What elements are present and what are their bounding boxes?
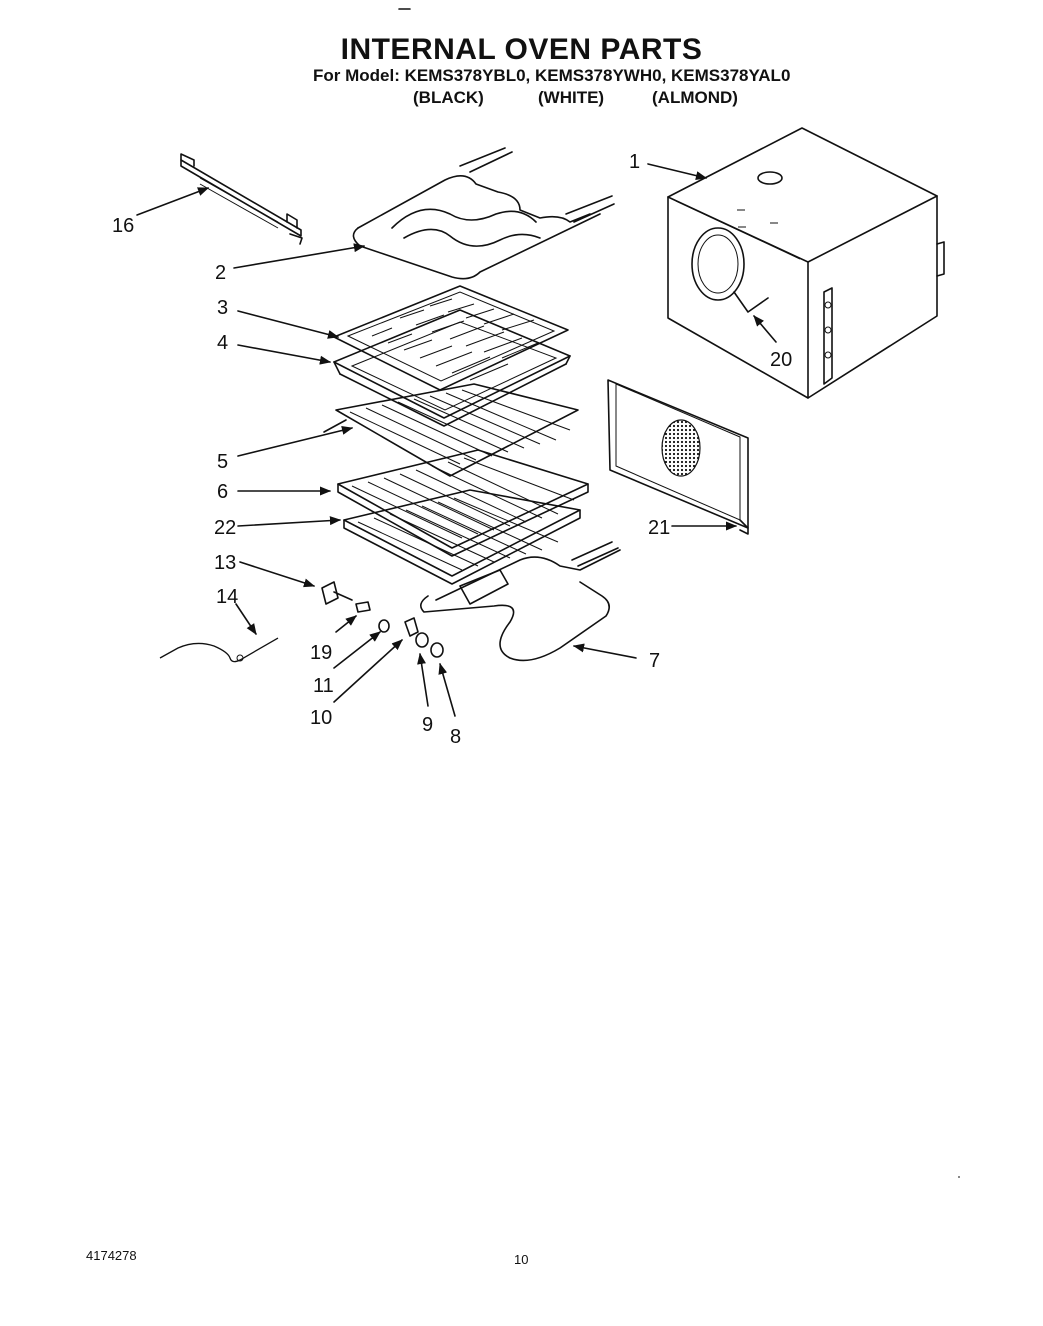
callout-22: 22 [214, 517, 237, 539]
broiler-grid-part-3 [333, 285, 569, 391]
callout-20: 20 [770, 349, 793, 371]
color-almond-label: (ALMOND) [652, 88, 738, 107]
part-11 [378, 619, 390, 633]
oven-rack-part-5 [323, 383, 579, 477]
callout-2: 2 [215, 262, 227, 284]
hardware-parts [321, 581, 444, 658]
model-line: For Model: KEMS378YBL0, KEMS378YWH0, KEM… [313, 66, 791, 85]
broil-element-part-2 [352, 147, 615, 280]
callout-11: 11 [313, 675, 334, 697]
callout-1: 1 [629, 151, 641, 173]
side-panel-part-21 [607, 379, 749, 535]
bake-element-part-7 [420, 541, 621, 662]
part-10 [404, 617, 419, 637]
callout-10: 10 [310, 707, 333, 729]
callout-19: 19 [310, 642, 333, 664]
color-black-label: (BLACK) [413, 88, 484, 107]
sensor-probe-part-14 [159, 637, 279, 663]
callout-14: 14 [216, 586, 239, 608]
callout-3: 3 [217, 297, 229, 319]
callout-8: 8 [450, 726, 462, 748]
oven-rack-part-6 [337, 449, 589, 557]
rack-part-22 [343, 489, 581, 585]
callout-5: 5 [217, 451, 229, 473]
callout-7: 7 [649, 650, 661, 672]
part-9 [415, 632, 429, 648]
callout-13: 13 [214, 552, 237, 574]
color-white-label: (WHITE) [538, 88, 605, 107]
part-8 [430, 642, 444, 658]
page-title: INTERNAL OVEN PARTS [340, 33, 703, 66]
callout-4: 4 [217, 332, 229, 354]
page-number: 10 [514, 1252, 529, 1267]
part-19 [355, 601, 371, 613]
callout-6: 6 [217, 481, 229, 503]
callout-9: 9 [422, 714, 434, 736]
bracket-part-16 [180, 153, 303, 245]
part-13 [321, 581, 339, 605]
document-number: 4174278 [86, 1248, 137, 1263]
callout-21: 21 [648, 517, 671, 539]
callout-16: 16 [112, 215, 135, 237]
leader-lines [136, 163, 777, 717]
oven-cavity-part-1 [667, 127, 945, 399]
